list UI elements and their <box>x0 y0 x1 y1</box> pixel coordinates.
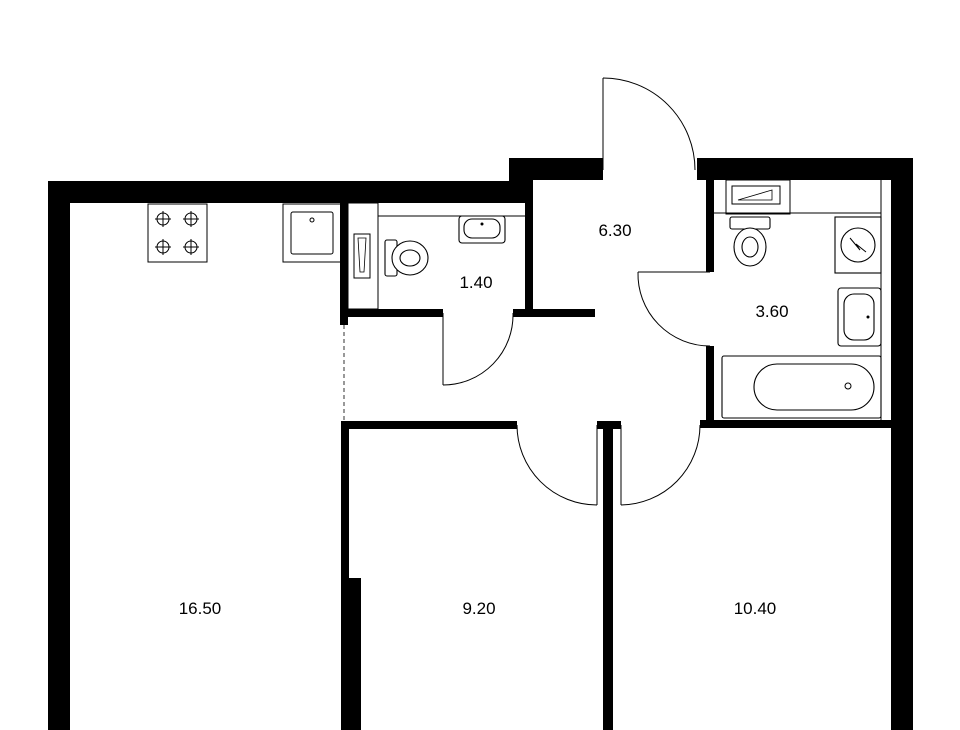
bath-wall-left-top <box>706 180 714 272</box>
cooktop-icon <box>147 203 208 263</box>
bedroom1-wall-top <box>341 421 517 429</box>
outer-wall-top-entry-left <box>509 158 603 180</box>
bathroom-door <box>637 271 711 347</box>
room-area-bathroom: 3.60 <box>755 302 788 321</box>
outer-wall-left <box>48 181 70 730</box>
room-area-wc: 1.40 <box>459 273 492 292</box>
boiler-icon <box>347 202 379 310</box>
bedroom1-wall-left <box>341 421 349 730</box>
partition-cap-right <box>613 421 621 429</box>
doors <box>442 77 711 506</box>
outer-wall-right <box>891 158 913 730</box>
room-area-bedroom-1: 9.20 <box>462 599 495 618</box>
room-area-bedroom-2: 10.40 <box>734 599 777 618</box>
boiler-icon <box>725 179 791 215</box>
room-area-kitchen-living: 16.50 <box>179 599 222 618</box>
bedroom2-door <box>620 424 701 506</box>
wc-door <box>442 312 514 386</box>
room-area-hallway: 6.30 <box>598 221 631 240</box>
toilet-icon <box>384 239 429 277</box>
kitchen-sink-icon <box>282 203 342 263</box>
wc-wall-right <box>525 180 533 317</box>
partition-cap-left <box>597 421 605 429</box>
washing-machine-icon <box>834 216 882 274</box>
bathtub-icon <box>721 355 882 419</box>
bath-wall-bottom <box>700 420 891 428</box>
bath-wall-left-bottom <box>706 346 714 424</box>
bedrooms-partition <box>603 421 613 730</box>
wc-wall-bottom-left <box>340 309 443 317</box>
toilet-icon <box>729 216 771 267</box>
outer-wall-top-left <box>48 181 533 203</box>
washbasin-icon <box>837 287 882 347</box>
washbasin-icon <box>458 215 506 244</box>
bedroom1-wall-left-thick <box>341 578 361 730</box>
walls <box>48 158 913 730</box>
bedroom1-door <box>516 424 598 506</box>
wc-wall-bottom-right <box>513 309 595 317</box>
entrance-door <box>602 77 696 171</box>
outer-wall-top-right <box>697 158 913 180</box>
wc-wall-left <box>340 203 348 325</box>
